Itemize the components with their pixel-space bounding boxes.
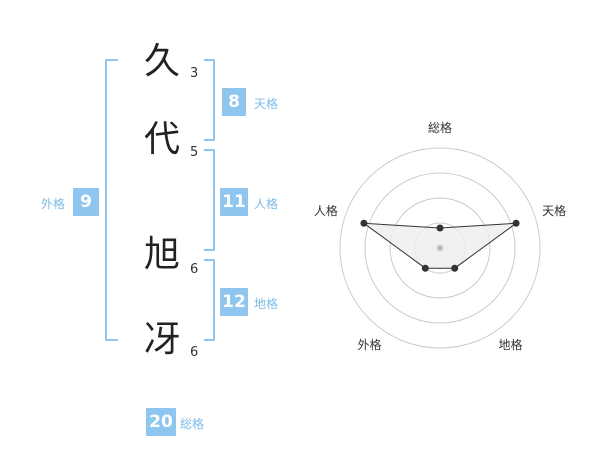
sou-kaku-label: 総格 [180, 417, 205, 431]
stroke-count-1: 3 [190, 66, 199, 81]
jin-kaku-label: 人格 [254, 197, 279, 211]
ten-kaku-label: 天格 [254, 97, 279, 111]
radar-point [436, 224, 444, 232]
radar-point [451, 264, 459, 272]
name-char-3: 旭 [143, 234, 180, 275]
radar-axis-label: 地格 [499, 337, 523, 352]
stroke-count-4: 6 [190, 345, 199, 360]
radar-center-dot [437, 245, 443, 251]
stroke-count-3: 6 [190, 262, 199, 277]
radar-point [360, 219, 368, 227]
name-char-1: 久 [143, 41, 180, 82]
radar-axis-label: 天格 [542, 203, 566, 218]
gai-kaku-value: 9 [73, 188, 99, 216]
gai-kaku-label: 外格 [41, 197, 66, 211]
radar-ring [364, 172, 516, 324]
jin-bracket [204, 149, 215, 251]
radar-axis-label: 総格 [428, 120, 452, 135]
chi-kaku-value: 12 [220, 288, 248, 316]
radar-axis-label: 外格 [357, 337, 381, 352]
gai-bracket [105, 59, 118, 341]
jin-kaku-value: 11 [220, 188, 248, 216]
radar-axis-label: 人格 [314, 203, 338, 218]
radar-points [360, 219, 520, 272]
radar-point [421, 264, 429, 272]
ten-bracket [204, 59, 215, 141]
name-char-4: 冴 [143, 319, 180, 360]
chi-kaku-label: 地格 [254, 297, 279, 311]
radar-ring [389, 197, 491, 299]
name-char-2: 代 [143, 119, 180, 160]
chi-bracket [204, 259, 215, 341]
stroke-count-2: 5 [190, 145, 199, 160]
sou-kaku-value: 20 [146, 408, 176, 436]
ten-kaku-value: 8 [222, 88, 246, 116]
radar-ring [339, 147, 541, 349]
radar-point [512, 219, 520, 227]
